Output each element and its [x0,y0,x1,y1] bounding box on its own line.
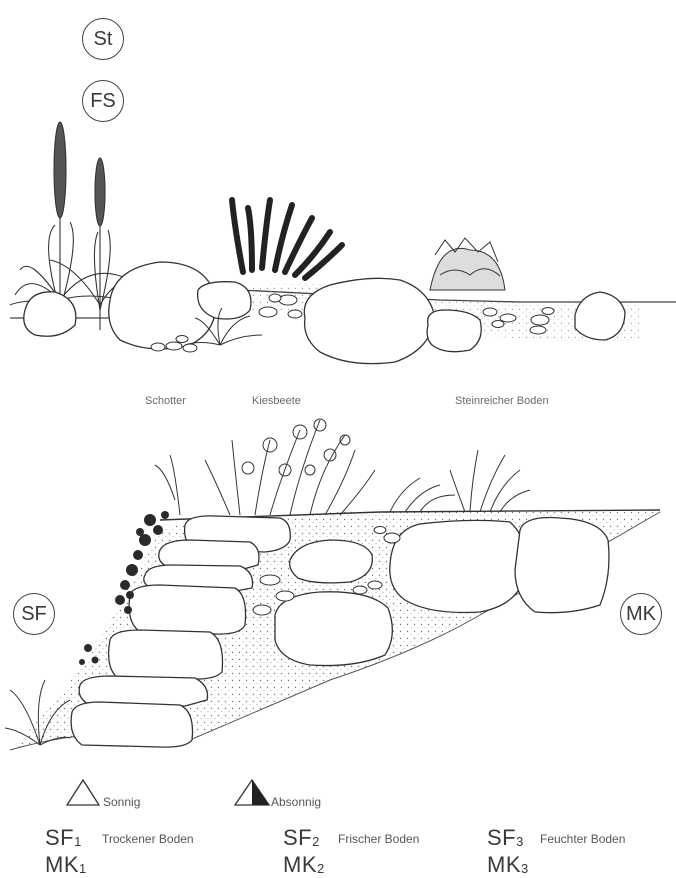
right-shrub [430,238,505,290]
label-steinreicher-boden: Steinreicher Boden [455,395,549,407]
label-schotter: Schotter [145,395,186,407]
code-mk2: MK2 [283,852,325,878]
code-mk3: MK3 [487,852,529,878]
desc-feuchter-boden: Feuchter Boden [540,832,625,846]
legend-absonnig: Absonnig [271,795,321,809]
top-scene [10,122,676,364]
badge-st: St [82,18,124,60]
meadow-plants [155,419,530,515]
bottom-scene [5,419,660,750]
sun-icon [67,780,99,805]
badge-fs: FS [82,80,124,122]
desc-frischer-boden: Frischer Boden [338,832,419,846]
code-sf1: SF1 [45,825,82,851]
code-sf2: SF2 [283,825,320,851]
label-kiesbeete: Kiesbeete [252,395,301,407]
kiesbeete-plant [232,200,342,278]
badge-sf: SF [13,593,55,635]
code-sf3: SF3 [487,825,524,851]
desc-trockener-boden: Trockener Boden [102,832,194,846]
code-mk1: MK1 [45,852,87,878]
half-shade-icon [235,780,269,805]
badge-mk: MK [620,593,662,635]
legend-sonnig: Sonnig [103,795,140,809]
